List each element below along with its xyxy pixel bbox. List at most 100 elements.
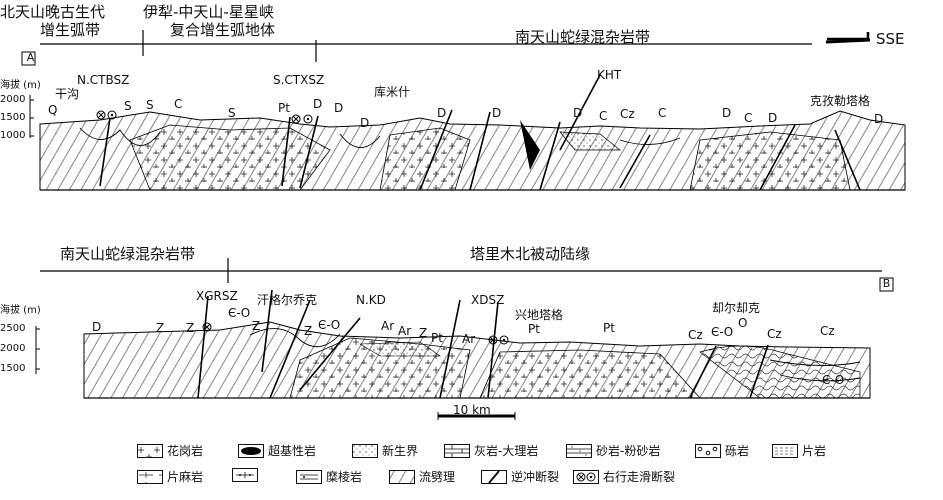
unit-a-14: C bbox=[658, 107, 666, 119]
fault-label-xgrsz: XGRSZ bbox=[196, 290, 238, 302]
flow-cleavage-pattern-icon bbox=[389, 470, 415, 484]
unit-b-6: Є-O bbox=[318, 319, 340, 331]
mylonite-pattern-icon bbox=[296, 470, 322, 484]
unit-a-11: D bbox=[573, 107, 582, 119]
legend: 花岗岩 超基性岩 新生界 灰岩-大理岩 砂岩-粉砂岩 砾岩 片岩 片麻岩 糜棱岩… bbox=[0, 440, 943, 500]
unit-a-12: C bbox=[599, 110, 607, 122]
section-b-header-1: 南天山蛇绿混杂岩带 bbox=[60, 247, 195, 262]
unit-a-9: D bbox=[437, 107, 446, 119]
place-gangou: 干沟 bbox=[55, 88, 79, 100]
section-a-header-3: 伊犁-中天山-星星峡 bbox=[143, 5, 274, 20]
legend-item-cenozoic: 新生界 bbox=[352, 442, 418, 459]
cenozoic-pattern-icon bbox=[352, 444, 378, 458]
limestone-pattern-icon bbox=[444, 444, 470, 458]
legend-item-schist: 片岩 bbox=[772, 442, 826, 459]
section-b-tick-2500: 2500 bbox=[0, 324, 25, 334]
dextral-strike-slip-icon bbox=[573, 470, 599, 484]
section-a-box-label: A bbox=[24, 52, 37, 63]
unit-a-2: S bbox=[146, 99, 154, 111]
legend-label: 片麻岩 bbox=[167, 468, 203, 485]
unit-a-5: Pt bbox=[278, 102, 290, 114]
mylonite-pattern-icon bbox=[232, 468, 258, 482]
sandstone-pattern-icon bbox=[566, 444, 592, 458]
section-b-axis-title: 海拔 (m) bbox=[0, 306, 41, 316]
place-kumishi: 库米什 bbox=[374, 86, 410, 98]
unit-a-1: S bbox=[124, 100, 132, 112]
fault-label-sctxsz: S.CTXSZ bbox=[273, 74, 324, 86]
legend-item-dextral-fault: 右行走滑断裂 bbox=[573, 468, 675, 485]
place-xingditage: 兴地塔格 bbox=[515, 309, 563, 321]
legend-item-gneiss: 片麻岩 bbox=[137, 468, 203, 485]
legend-label: 流劈理 bbox=[419, 468, 455, 485]
section-b-box-label: B bbox=[880, 278, 893, 289]
unit-a-10: D bbox=[492, 107, 501, 119]
legend-item-mylonite-2: 糜棱岩 bbox=[296, 468, 362, 485]
legend-label: 砂岩-粉砂岩 bbox=[596, 442, 660, 459]
legend-item-conglomerate: 砾岩 bbox=[695, 442, 749, 459]
section-b-tick-2000: 2000 bbox=[0, 344, 25, 354]
cross-section-diagram bbox=[0, 0, 943, 440]
unit-b-0: D bbox=[92, 321, 101, 333]
unit-a-7: D bbox=[334, 102, 343, 114]
legend-item-mylonite bbox=[232, 468, 258, 482]
section-a-header-5: 南天山蛇绿混杂岩带 bbox=[515, 30, 650, 45]
direction-label: SSE bbox=[876, 32, 905, 47]
unit-a-3: C bbox=[174, 98, 182, 110]
unit-a-13: Cz bbox=[620, 108, 635, 120]
unit-b-3: Є-O bbox=[228, 307, 250, 319]
conglomerate-pattern-icon bbox=[695, 444, 721, 458]
legend-item-sandstone: 砂岩-粉砂岩 bbox=[566, 442, 660, 459]
legend-label: 右行走滑断裂 bbox=[603, 468, 675, 485]
unit-b-12: Pt bbox=[528, 323, 540, 335]
legend-label: 逆冲断裂 bbox=[511, 468, 559, 485]
legend-label: 超基性岩 bbox=[268, 442, 316, 459]
legend-label: 砾岩 bbox=[725, 442, 749, 459]
section-a-header-2: 增生弧带 bbox=[40, 23, 100, 38]
legend-label: 新生界 bbox=[382, 442, 418, 459]
unit-b-2: Z bbox=[186, 322, 194, 334]
place-kezilitage: 克孜勒塔格 bbox=[810, 95, 870, 107]
ultramafic-pattern-icon bbox=[238, 444, 264, 458]
legend-label: 花岗岩 bbox=[167, 442, 203, 459]
fault-label-nkd: N.KD bbox=[356, 294, 386, 306]
unit-b-5: Z bbox=[304, 325, 312, 337]
legend-label: 糜棱岩 bbox=[326, 468, 362, 485]
unit-b-10: Pt bbox=[431, 332, 443, 344]
legend-item-ultramafic: 超基性岩 bbox=[238, 442, 316, 459]
legend-item-limestone: 灰岩-大理岩 bbox=[444, 442, 538, 459]
unit-b-14: Cz bbox=[688, 329, 703, 341]
legend-item-flow-cleavage: 流劈理 bbox=[389, 468, 455, 485]
unit-b-11: Ar bbox=[462, 333, 475, 345]
unit-a-16: C bbox=[744, 112, 752, 124]
schist-pattern-icon bbox=[772, 444, 798, 458]
section-a-profile bbox=[40, 75, 905, 190]
place-hangeerqiaoke: 汗格尔乔克 bbox=[257, 294, 317, 306]
unit-a-0: Q bbox=[48, 104, 57, 116]
section-a-header-1: 北天山晚古生代 bbox=[0, 5, 105, 20]
section-a-tick-1500: 1500 bbox=[0, 113, 25, 123]
section-a-tick-1000: 1000 bbox=[0, 131, 25, 141]
section-a-axis-title: 海拔 (m) bbox=[0, 81, 41, 91]
unit-b-4: Z bbox=[252, 320, 260, 332]
legend-label: 片岩 bbox=[802, 442, 826, 459]
unit-b-1: Z bbox=[156, 322, 164, 334]
unit-b-7: Ar bbox=[381, 320, 394, 332]
unit-b-13: Pt bbox=[603, 322, 615, 334]
direction-arrow-icon bbox=[827, 32, 868, 39]
unit-b-15: Є-O bbox=[711, 326, 733, 338]
unit-a-18: D bbox=[874, 113, 883, 125]
section-b-tick-1500: 1500 bbox=[0, 364, 25, 374]
section-a-header-4: 复合增生弧地体 bbox=[170, 23, 275, 38]
fault-label-kht: KHT bbox=[597, 69, 621, 81]
legend-item-thrust-fault: 逆冲断裂 bbox=[481, 468, 559, 485]
unit-b-17: Cz bbox=[767, 328, 782, 340]
unit-b-8: Ar bbox=[398, 325, 411, 337]
unit-a-8: D bbox=[360, 117, 369, 129]
unit-b-9: Z bbox=[419, 327, 427, 339]
unit-a-15: D bbox=[722, 107, 731, 119]
gneiss-pattern-icon bbox=[137, 470, 163, 484]
legend-item-granite: 花岗岩 bbox=[137, 442, 203, 459]
fault-label-nctbsz: N.CTBSZ bbox=[77, 74, 129, 86]
section-a-tick-2000: 2000 bbox=[0, 95, 25, 105]
granite-pattern-icon bbox=[137, 444, 163, 458]
